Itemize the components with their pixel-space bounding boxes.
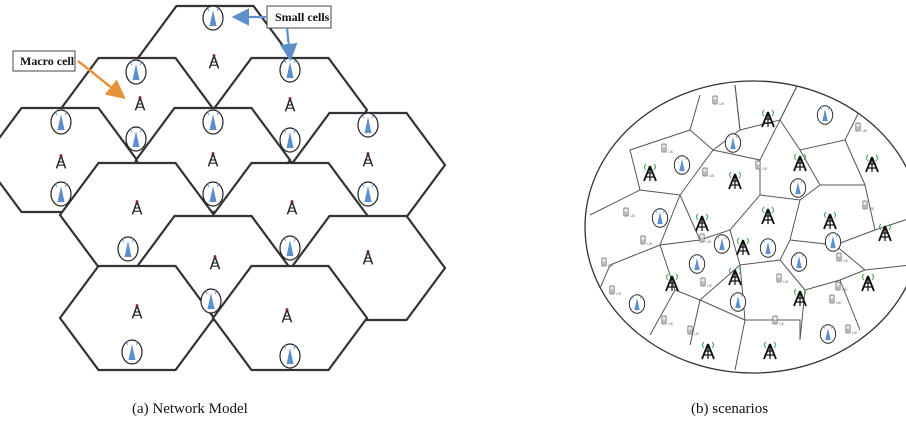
cell-boundary [799, 139, 866, 186]
phone-icon [755, 160, 761, 170]
small-cell-icon [724, 133, 742, 153]
small-cell-icon [50, 181, 72, 207]
ue-label: UE [852, 330, 858, 335]
small-cell-icon [279, 57, 301, 83]
caption-b: (b) scenarios [691, 401, 768, 417]
small-cell-icon [628, 294, 646, 314]
ue-label: UE [694, 331, 700, 336]
small-cell-icon [202, 109, 224, 135]
small-cells-label: Small cells [275, 10, 330, 24]
small-cell-icon [816, 105, 834, 125]
phone-icon [772, 315, 778, 325]
ue-label: UE [616, 291, 622, 296]
phone-icon [687, 325, 693, 335]
ue-label: UE [668, 149, 674, 154]
phone-icon [699, 233, 705, 243]
phone-icon [862, 200, 868, 210]
user-equipments: UE UE UE UE UE UE UE UE UE UE UE UE UE UE UE UE UE UE UE UE [601, 95, 875, 336]
ue-label: UE [762, 166, 768, 171]
phone-icon [712, 95, 718, 105]
ue-label: UE [668, 321, 674, 326]
small-cell-icon [50, 109, 72, 135]
ue-label: UE [706, 239, 712, 244]
small-cell-icon [279, 127, 301, 153]
ue-label: UE [647, 241, 653, 246]
phone-icon [776, 273, 782, 283]
cell-boundary [839, 279, 861, 331]
small-cell-icon [673, 155, 691, 175]
ue-label: UE [608, 263, 614, 268]
macro-cell-arrow [77, 60, 126, 99]
small-cells-arrow-down [279, 27, 298, 62]
phone-icon [700, 277, 706, 287]
cell-boundary [799, 289, 806, 341]
phone-icon [835, 281, 841, 291]
small-cell-icon [688, 254, 706, 274]
phone-icon [609, 285, 615, 295]
phone-icon [845, 324, 851, 334]
small-cell-icon [824, 232, 842, 252]
phone-icon [661, 143, 667, 153]
cell-boundary [649, 289, 676, 336]
cell-boundary [789, 239, 906, 271]
cell-boundary [699, 299, 746, 321]
ue-label: UE [843, 258, 849, 263]
phone-icon [855, 122, 861, 132]
macro-cell-callout: Macro cell [12, 50, 126, 99]
cell-boundary [689, 299, 701, 346]
ue-label: UE [779, 321, 785, 326]
phone-icon [702, 167, 708, 177]
voronoi-cells [589, 81, 906, 371]
phone-icon [623, 207, 629, 217]
ue-label: UE [719, 101, 725, 106]
small-cell-icon [729, 292, 747, 312]
cell-boundary [779, 259, 866, 291]
phone-icon [829, 294, 835, 304]
small-cell-icon [357, 112, 379, 138]
small-cell-icon [790, 252, 808, 272]
small-cell-icon [759, 238, 777, 258]
caption-a: (a) Network Model [132, 401, 248, 417]
coverage-area [584, 80, 906, 374]
ue-label: UE [783, 279, 789, 284]
small-cells-callout: Small cells [231, 5, 332, 62]
small-cell-icon [202, 5, 224, 31]
small-cell-icon [200, 288, 222, 314]
small-cell-icon [819, 324, 837, 344]
small-cell-icon [125, 126, 147, 152]
small-cell-icon [789, 178, 807, 198]
ue-label: UE [836, 300, 842, 305]
small-cell-icon [279, 235, 301, 261]
small-cell-icon [117, 236, 139, 262]
hexagon-grid [0, 4, 447, 372]
phone-icon [836, 252, 842, 262]
cell-boundary [589, 189, 641, 216]
network-model-panel: Macro cell Small cells (a) Network Model [0, 4, 447, 417]
small-cell-icon [202, 181, 224, 207]
macro-cell-label: Macro cell [20, 54, 75, 68]
phone-icon [640, 235, 646, 245]
small-cell-icon [125, 59, 147, 85]
cell-boundary [699, 264, 741, 301]
small-cell-icon [651, 208, 669, 228]
small-cell-icon [121, 339, 143, 365]
ue-label: UE [709, 173, 715, 178]
cell-boundary [834, 229, 876, 246]
ue-label: UE [630, 213, 636, 218]
ue-label: UE [842, 287, 848, 292]
phone-icon [661, 315, 667, 325]
small-cell-icon [279, 343, 301, 369]
ue-label: UE [862, 128, 868, 133]
phone-icon [601, 257, 607, 267]
small-cell-icon [357, 181, 379, 207]
cell-boundary [745, 319, 801, 340]
ue-label: UE [869, 206, 875, 211]
ue-label: UE [707, 283, 713, 288]
small-cell-icon [713, 234, 731, 254]
